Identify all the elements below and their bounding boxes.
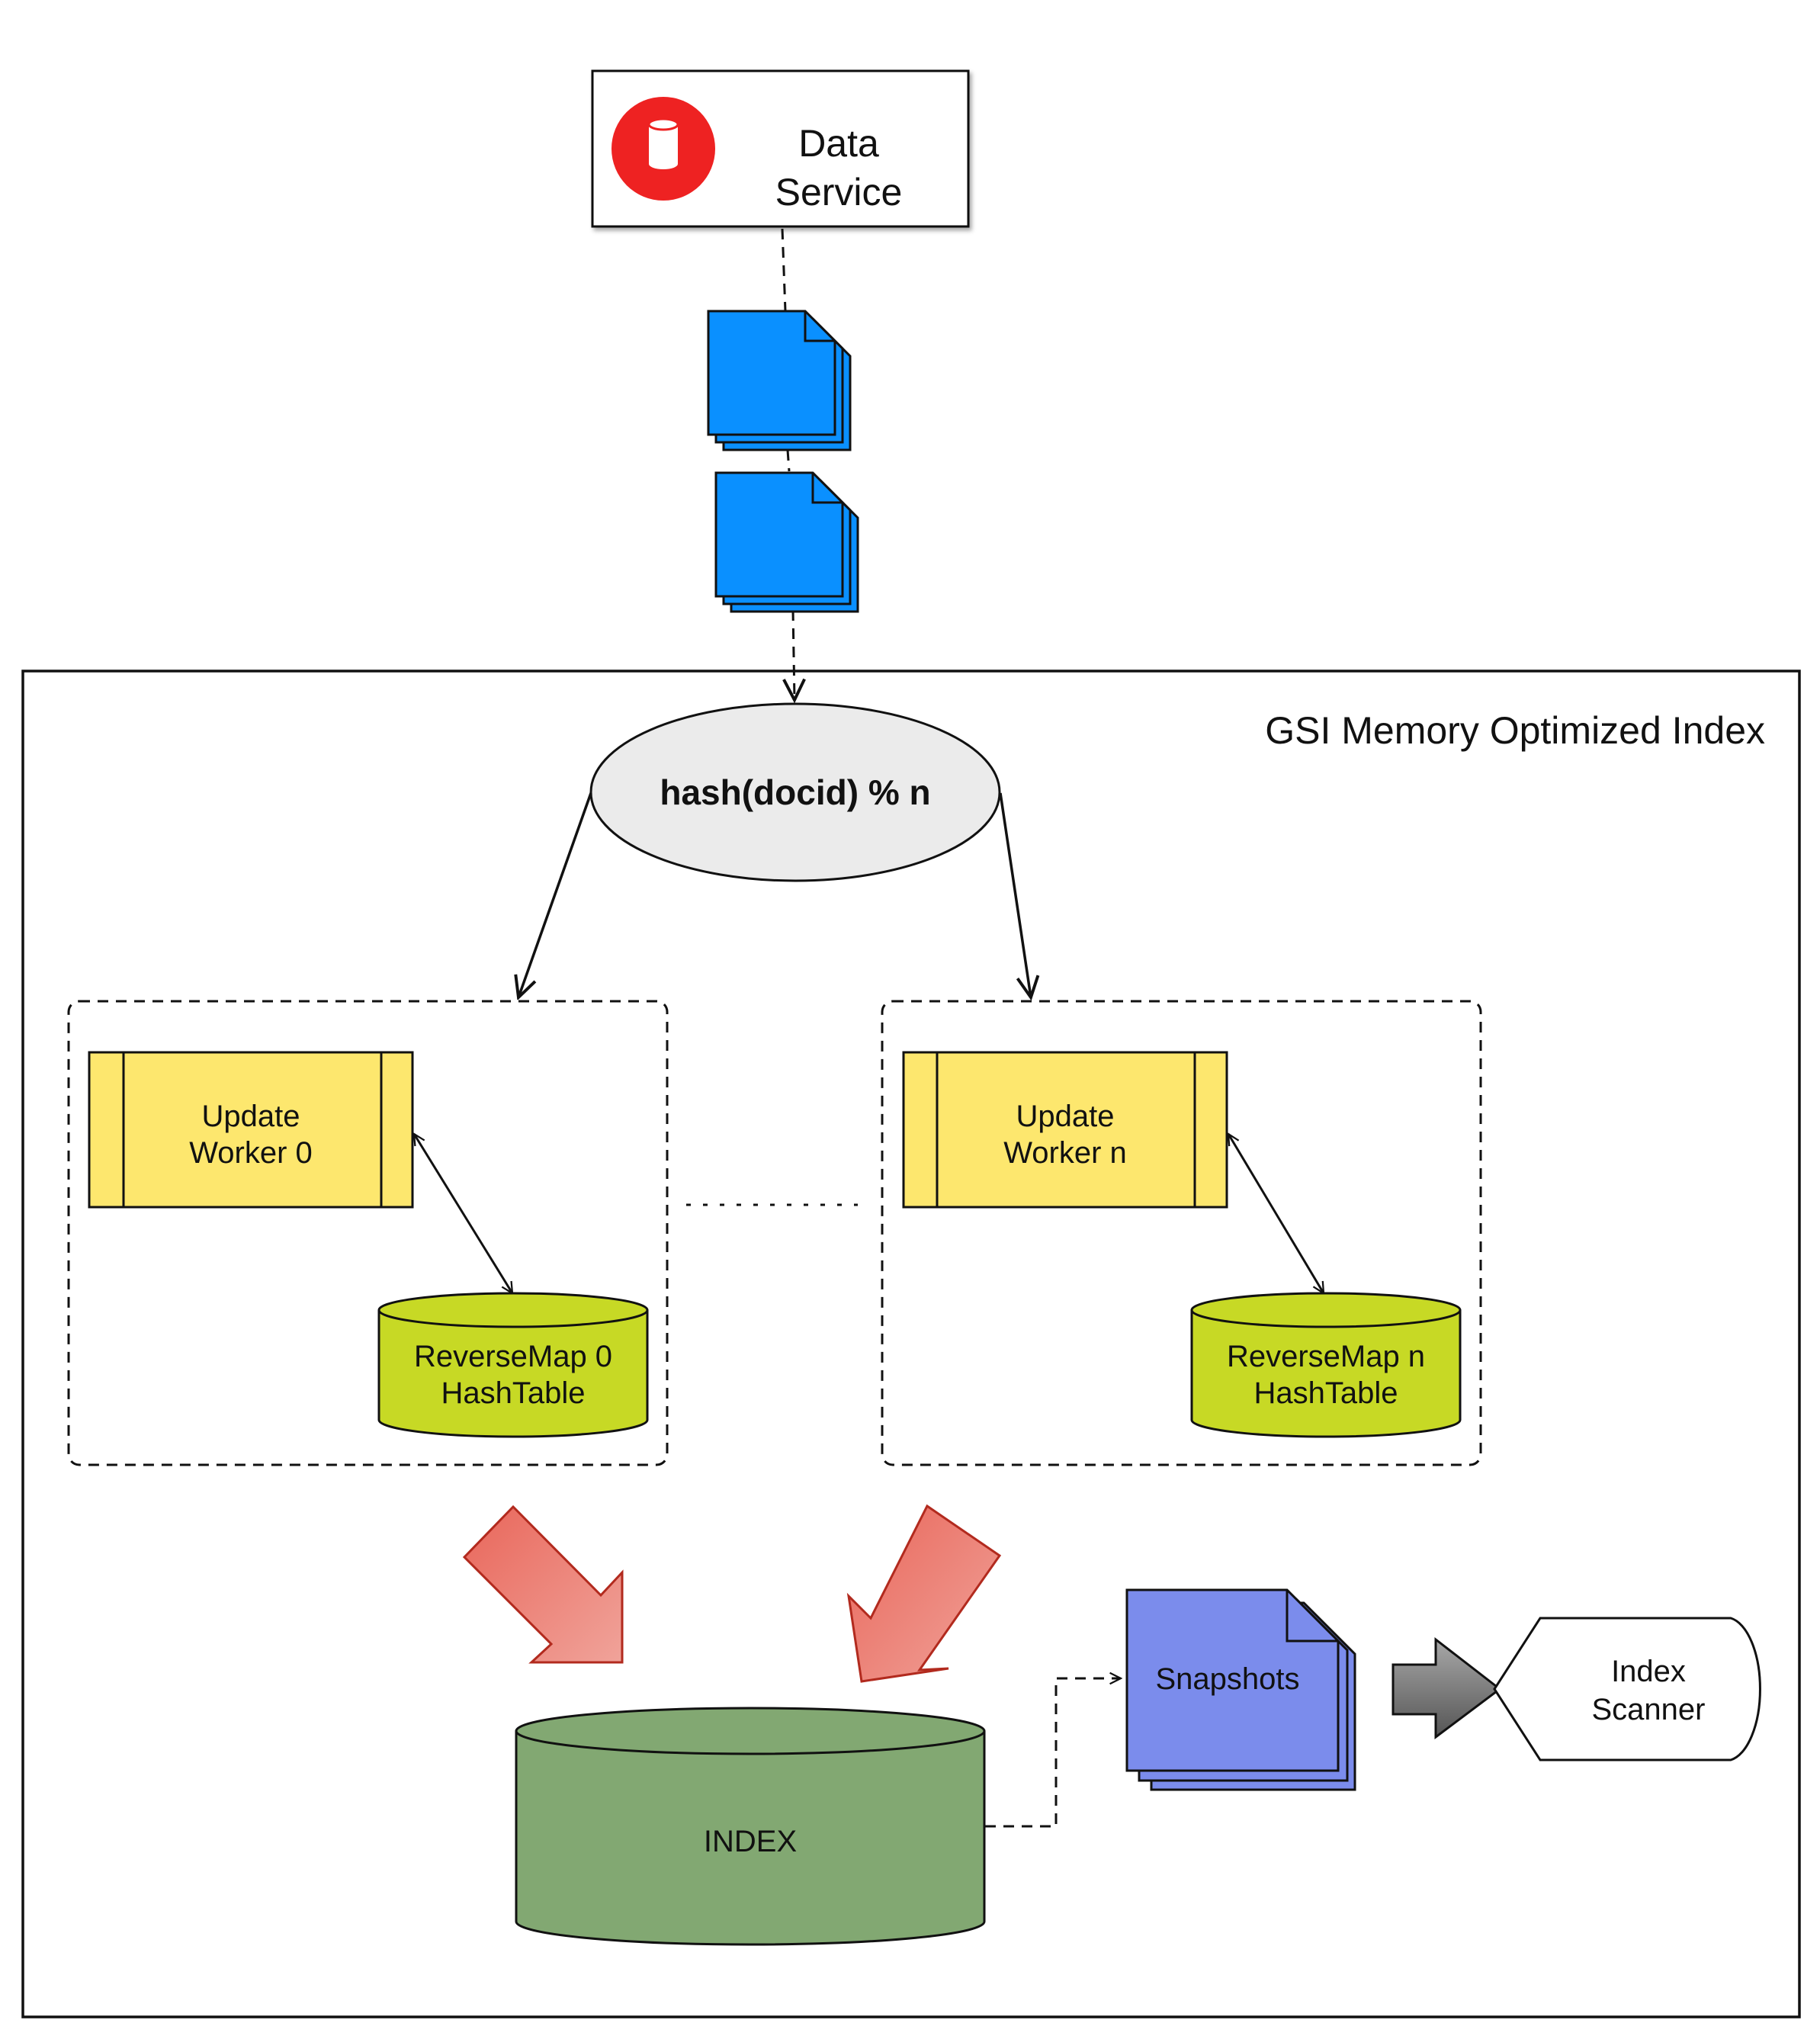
data-service-label-line2: Service [775,171,903,214]
reverse-map-0-line1: ReverseMap 0 [414,1340,612,1373]
document-stack-lower [714,471,859,613]
docs-connector-middle [786,449,791,472]
gsi-container-title: GSI Memory Optimized Index [1265,709,1765,752]
hash-to-worker-n-arrow [999,792,1031,997]
hash-partition-node: hash(docid) % n [589,702,1001,882]
reverse-map-0-line2: HashTable [441,1376,585,1410]
worker-group-n [881,1000,1482,1466]
reverse-map-n-line1: ReverseMap n [1227,1340,1425,1373]
update-worker-n-line1: Update [1016,1100,1115,1133]
index-store: INDEX [515,1707,986,1946]
snapshots-stack: Snapshots [1125,1588,1356,1791]
hash-to-worker-0-arrow [518,792,592,997]
update-worker-0-line1: Update [202,1100,300,1133]
update-worker-0: Update Worker 0 [88,1051,414,1209]
index-scanner: Index Scanner [1493,1617,1761,1761]
reverse-map-n: ReverseMap n HashTable [1190,1292,1462,1438]
reverse-map-n-line2: HashTable [1253,1376,1398,1410]
index-scanner-line1: Index [1611,1655,1686,1688]
merge-arrow-right [846,1504,1002,1683]
hash-partition-label: hash(docid) % n [660,772,930,812]
update-worker-0-line2: Worker 0 [189,1136,313,1170]
worker-n-reverse-map-link [1228,1134,1324,1293]
index-store-label: INDEX [704,1825,797,1858]
worker-0-reverse-map-link [414,1134,512,1293]
index-scanner-line2: Scanner [1592,1693,1706,1726]
docs-to-hash-connector [793,609,794,700]
worker-group-0 [67,1000,669,1466]
update-worker-n-line2: Worker n [1003,1136,1127,1170]
data-service-box: Data Service [591,69,970,228]
document-stack-upper [707,310,852,451]
data-service-label-line1: Data [798,122,879,165]
index-to-snapshots-connector [985,1678,1121,1828]
data-service-to-docs-connector [781,228,787,312]
gsi-container [21,670,1801,2018]
reverse-map-0: ReverseMap 0 HashTable [377,1292,649,1438]
merge-arrow-left [462,1505,624,1664]
snapshots-label: Snapshots [1155,1662,1299,1696]
snapshots-to-scanner-arrow [1391,1636,1502,1739]
database-icon [611,97,715,201]
update-worker-n: Update Worker n [902,1051,1228,1209]
